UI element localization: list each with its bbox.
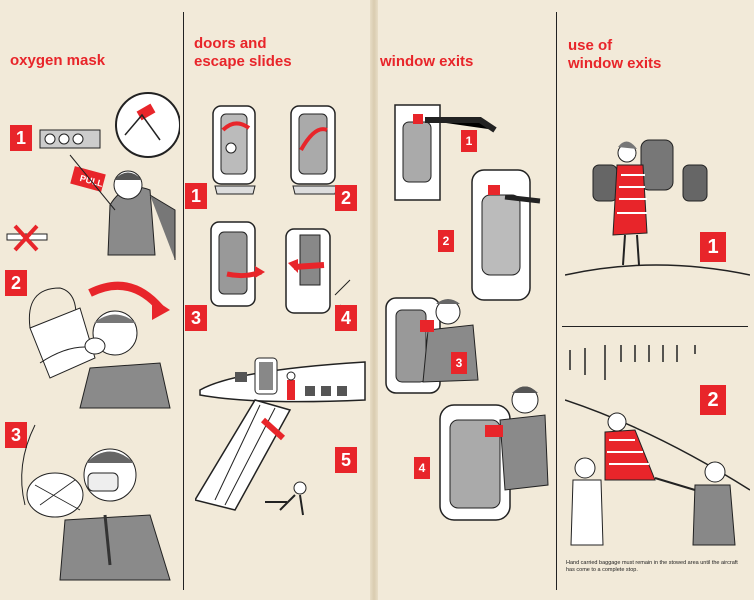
oxygen-step-3-badge: 3: [5, 422, 27, 448]
doors-title-line1: doors and: [194, 35, 267, 52]
use-window-exits-title-line1: use of: [568, 37, 613, 54]
use-window-exits-title-line2: window exits: [568, 55, 662, 72]
door-step-2-badge: 2: [335, 185, 357, 211]
window-step-3-illustration: [385, 297, 479, 394]
oxygen-step-1-illustration: PULL: [39, 92, 180, 260]
door-step-1-badge: 1: [185, 183, 207, 209]
column-divider-3: [556, 12, 557, 590]
door-step-2-illustration: [290, 105, 338, 195]
use-window-step-2-illustration: [565, 345, 750, 546]
oxygen-step-3-illustration: [21, 424, 171, 581]
window-step-3-badge: 3: [451, 352, 467, 374]
window-step-4-illustration: [439, 386, 549, 521]
window-step-1-illustration: [394, 104, 497, 201]
window-step-4-badge: 4: [414, 457, 430, 479]
oxygen-step-2-badge: 2: [5, 270, 27, 296]
door-step-5-badge: 5: [335, 447, 357, 473]
door-step-4-badge: 4: [335, 305, 357, 331]
column-divider-1: [183, 12, 184, 590]
window-step-1-badge: 1: [461, 130, 477, 152]
door-step-4-illustration: [285, 228, 353, 316]
oxygen-step-1-badge: 1: [10, 125, 32, 151]
no-smoking-icon: [6, 224, 48, 252]
use-window-step-2-badge: 2: [700, 385, 726, 415]
oxygen-mask-title: oxygen mask: [10, 52, 106, 69]
baggage-note: Hand carried baggage must remain in the …: [566, 560, 738, 573]
use-window-step-1-badge: 1: [700, 232, 726, 262]
door-step-3-illustration: [210, 221, 265, 307]
row-divider: [562, 326, 748, 327]
door-step-5-illustration: [195, 357, 366, 516]
window-exits-title: window exits: [380, 53, 474, 70]
window-step-2-badge: 2: [438, 230, 454, 252]
oxygen-step-2-illustration: [28, 281, 171, 409]
use-window-step-1-illustration: [565, 139, 750, 276]
doors-title-line2: escape slides: [194, 53, 292, 70]
door-step-3-badge: 3: [185, 305, 207, 331]
center-fold: [370, 0, 378, 600]
window-step-2-illustration: [471, 169, 541, 301]
door-step-1-illustration: [212, 105, 256, 195]
